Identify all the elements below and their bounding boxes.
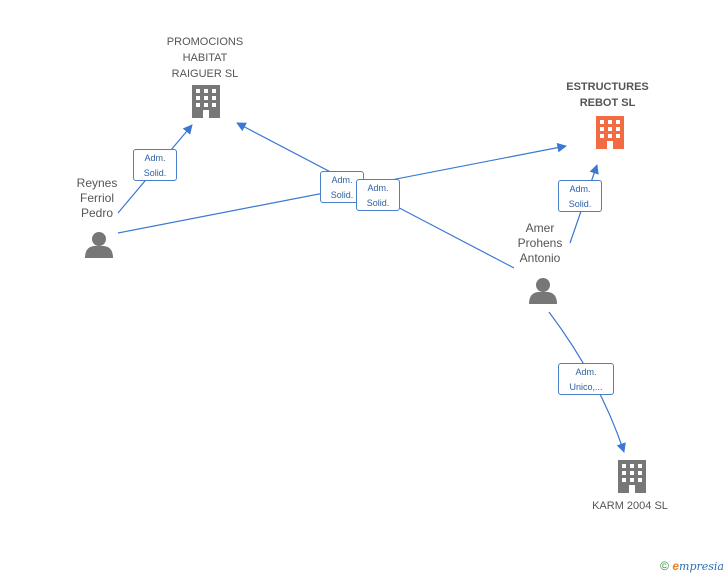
relation-type: Solid. (143, 168, 167, 178)
company-name-line: RAIGUER SL (171, 68, 239, 80)
company-name-line: HABITAT (182, 52, 228, 64)
relation-role: Adm. (331, 175, 353, 185)
relation-role: Adm. (144, 153, 166, 163)
copyright-icon: © (660, 559, 669, 573)
person-label-amer[interactable]: Amer Prohens Antonio (505, 221, 575, 266)
person-label-reynes[interactable]: Reynes Ferriol Pedro (62, 176, 132, 221)
relation-badge[interactable]: Adm. Solid. (356, 179, 400, 211)
building-icon (596, 116, 624, 149)
person-name-line: Reynes (76, 176, 118, 190)
company-label-karm[interactable]: KARM 2004 SL (580, 498, 680, 514)
relation-badge[interactable]: Adm. Solid. (558, 180, 602, 212)
building-icon (192, 85, 220, 118)
brand-logo-e: e (672, 559, 680, 573)
company-name-line: REBOT SL (579, 97, 636, 109)
person-name-line: Antonio (519, 251, 561, 265)
person-name-line: Prohens (517, 236, 563, 250)
relation-badge[interactable]: Adm. Solid. (133, 149, 177, 181)
brand-logo-text: mpresia (679, 560, 724, 573)
relation-role: Adm. (367, 183, 389, 193)
relation-role: Adm. (575, 367, 597, 377)
company-name-line: PROMOCIONS (166, 36, 244, 48)
company-name-line: KARM 2004 SL (592, 500, 668, 512)
person-icon (529, 278, 557, 304)
building-icon (618, 460, 646, 493)
person-name-line: Pedro (80, 206, 114, 220)
relation-role: Adm. (569, 184, 591, 194)
person-name-line: Amer (525, 221, 555, 235)
footer-brand: © empresia (660, 559, 724, 573)
relation-type: Solid. (568, 199, 592, 209)
company-label-estructures[interactable]: ESTRUCTURES REBOT SL (550, 79, 665, 111)
person-icon (85, 232, 113, 258)
company-name-line: ESTRUCTURES (566, 81, 649, 93)
relation-type: Solid. (366, 198, 390, 208)
person-name-line: Ferriol (79, 191, 114, 205)
company-label-promocions[interactable]: PROMOCIONS HABITAT RAIGUER SL (150, 34, 260, 82)
relation-type: Solid. (330, 190, 354, 200)
relation-type: Unico,... (569, 382, 603, 392)
relation-badge[interactable]: Adm. Unico,... (558, 363, 614, 395)
